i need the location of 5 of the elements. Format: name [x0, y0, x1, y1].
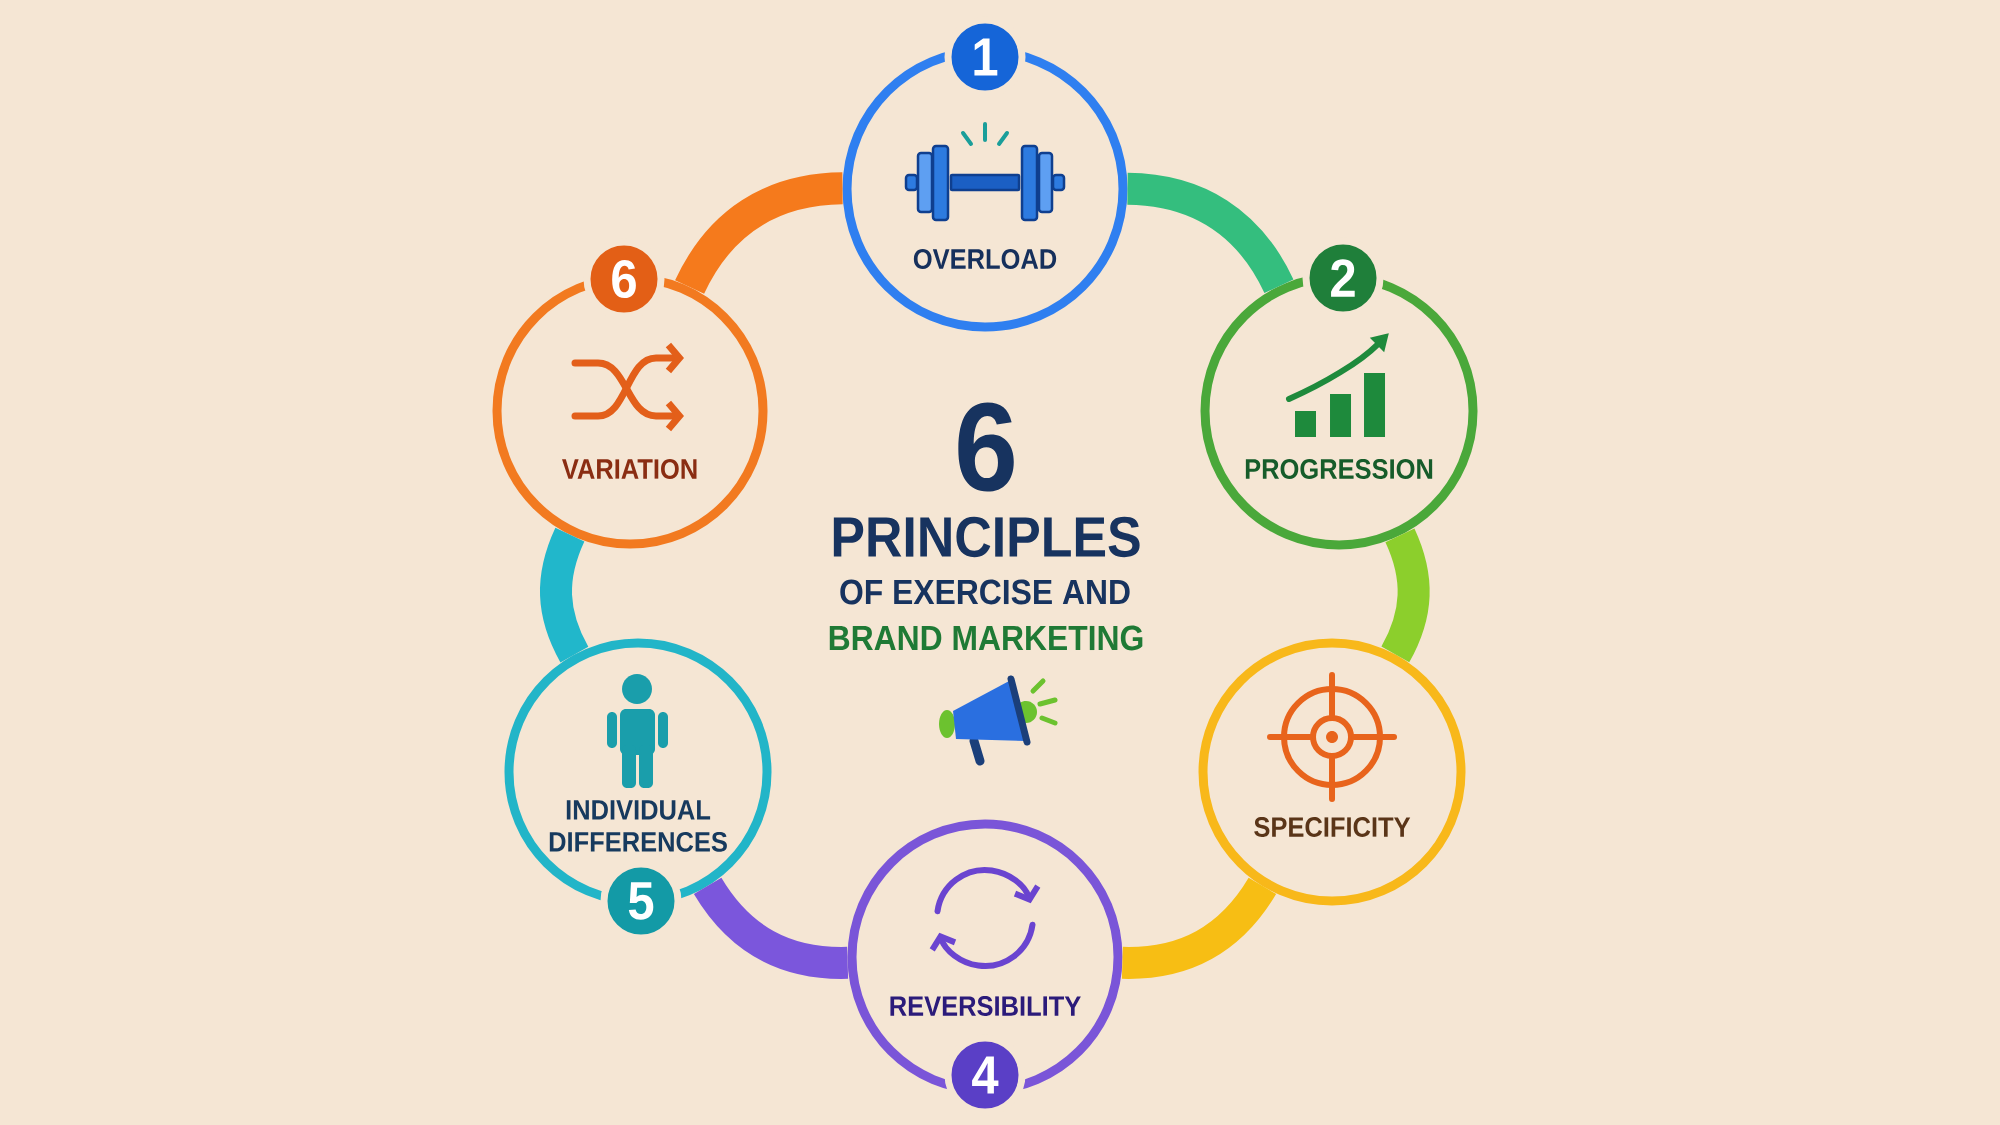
- subheading: BRAND MARKETING: [829, 625, 1143, 651]
- subheading: OF EXERCISE AND: [840, 579, 1130, 605]
- heading: PRINCIPLES: [833, 516, 1140, 558]
- number-badge: 4: [944, 1034, 1026, 1116]
- big-number: 6: [958, 402, 1014, 492]
